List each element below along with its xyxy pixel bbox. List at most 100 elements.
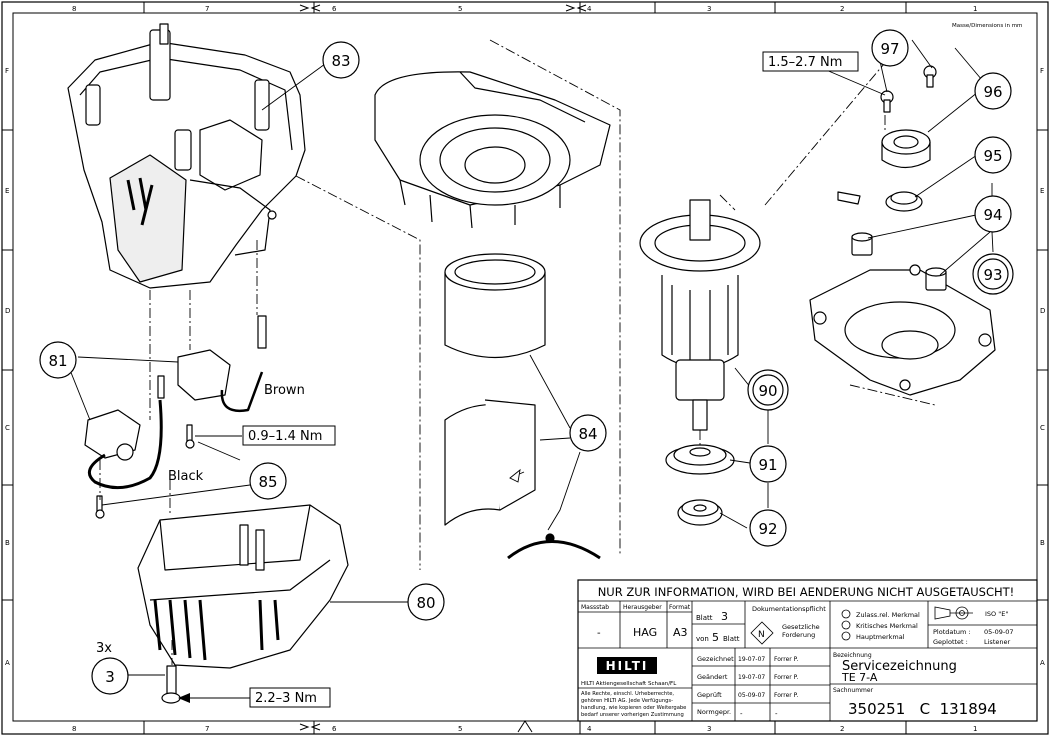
col-label-bottom: 5 xyxy=(458,725,462,733)
callout-94 xyxy=(974,195,1012,233)
row-label-left: B xyxy=(5,539,10,547)
part-84-sleeve xyxy=(444,253,546,358)
bezeichnung-header: Bezeichnung xyxy=(833,652,872,659)
dokumentationspflicht-header: Dokumentationspflicht xyxy=(752,605,826,613)
leader-lines xyxy=(69,39,994,676)
callout-93-inner xyxy=(977,258,1009,290)
approval-name: Forrer P. xyxy=(774,656,798,663)
callout-91 xyxy=(749,445,787,483)
rights-line: handlung, wie kopieren oder Weitergabe xyxy=(581,705,686,711)
col-label-top: 6 xyxy=(332,5,337,13)
callout-84-text: 84 xyxy=(578,425,597,443)
massstab-value: - xyxy=(597,628,601,639)
row-label-right: C xyxy=(1040,424,1045,432)
torque-label-top: 1.5–2.7 Nm xyxy=(768,55,842,70)
sachnummer-header: Sachnummer xyxy=(833,687,874,694)
callout-3 xyxy=(91,657,129,695)
approval-date: - xyxy=(740,710,743,718)
torque-label-bottom: 2.2–3 Nm xyxy=(255,691,317,706)
herausgeber-header: Herausgeber xyxy=(623,604,662,611)
callout-83-text: 83 xyxy=(331,52,350,70)
format-value: A3 xyxy=(673,626,688,639)
part-84-half-shell xyxy=(444,399,536,526)
callout-3-text: 3 xyxy=(105,668,115,686)
von-value: 5 xyxy=(712,631,719,644)
callout-97 xyxy=(871,29,909,67)
assembly-lines xyxy=(99,39,936,665)
callout-95-text: 95 xyxy=(983,147,1002,165)
callout-80-text: 80 xyxy=(416,594,435,612)
dimensions-note: Masse/Dimensions in mm xyxy=(952,23,1022,29)
approval-name: Forrer P. xyxy=(774,674,798,681)
callout-96-text: 96 xyxy=(983,83,1002,101)
row-label-left: E xyxy=(5,187,9,195)
center-mark-bottom xyxy=(517,720,533,733)
row-label-right: A xyxy=(1040,659,1045,667)
approval-label: Geändert xyxy=(697,673,728,681)
title-block-banner: NUR ZUR INFORMATION, WIRD BEI AENDERUNG … xyxy=(598,585,1015,599)
callout-85-text: 85 xyxy=(258,473,277,491)
center-mark-top xyxy=(565,4,587,12)
col-label-bottom: 8 xyxy=(72,725,76,733)
torque-box-mid xyxy=(242,425,336,446)
callout-84 xyxy=(569,414,607,452)
approval-label: Gezeichnet xyxy=(697,655,734,663)
approval-date: 19-07-07 xyxy=(738,674,765,681)
col-label-top: 4 xyxy=(587,5,592,13)
approval-name: Forrer P. xyxy=(774,692,798,699)
n-symbol: N xyxy=(758,630,765,640)
hilti-logo-text: HILTI xyxy=(606,659,649,673)
col-label-top: 7 xyxy=(205,5,209,13)
screw-3 xyxy=(161,665,181,704)
torque-arrow-bottom xyxy=(178,693,190,703)
callout-80 xyxy=(407,583,445,621)
torque-label-mid: 0.9–1.4 Nm xyxy=(248,429,322,444)
part-97-screw xyxy=(880,65,937,113)
torque-box-top xyxy=(762,51,859,72)
title-block: NUR ZUR INFORMATION, WIRD BEI AENDERUNG … xyxy=(577,579,1038,722)
callout-85 xyxy=(249,462,287,500)
part-92-ball-bearing xyxy=(677,499,723,526)
projection-symbol xyxy=(934,606,973,620)
forderung-text: Forderung xyxy=(782,631,815,639)
callout-92-text: 92 xyxy=(758,520,777,538)
col-label-top: 2 xyxy=(840,5,844,13)
rights-line: bedarf unserer vorherigen Zustimmung xyxy=(581,712,684,718)
callout-81 xyxy=(39,341,77,379)
drawing-title: Servicezeichnung xyxy=(842,659,957,674)
callout-96 xyxy=(974,72,1012,110)
callout-circles xyxy=(39,29,1014,695)
col-label-bottom: 7 xyxy=(205,725,209,733)
wire-label-black: Black xyxy=(168,469,204,484)
col-label-bottom: 6 xyxy=(332,725,337,733)
format-header: Format xyxy=(669,604,691,611)
row-label-right: E xyxy=(1040,187,1044,195)
part-84-clip-arc xyxy=(507,540,601,560)
sachnummer-value: 350251 C 131894 xyxy=(848,700,997,718)
approval-label: Geprüft xyxy=(697,691,722,699)
wire-label-brown: Brown xyxy=(264,383,305,398)
blatt-label: Blatt xyxy=(696,614,713,622)
part-81-brush-holder xyxy=(84,375,165,490)
rights-line: Alle Rechte, einschl. Urheberrechte, xyxy=(581,691,674,697)
geplottet-label: Geplottet : xyxy=(933,638,968,646)
callout-97-text: 97 xyxy=(880,40,899,58)
drawing-subtitle: TE 7-A xyxy=(841,671,878,684)
row-label-left: D xyxy=(5,307,10,315)
callout-83 xyxy=(322,41,360,79)
massstab-header: Massstab xyxy=(581,604,609,611)
callout-81-text: 81 xyxy=(48,352,67,370)
von-label: von xyxy=(696,635,709,643)
merkmal-haupt: Hauptmerkmal xyxy=(856,633,905,641)
herausgeber-value: HAG xyxy=(633,626,657,639)
merkmal-kritisch: Kritisches Merkmal xyxy=(856,622,918,630)
col-label-top: 8 xyxy=(72,5,76,13)
part-96-bearing xyxy=(881,129,931,169)
hilti-logo xyxy=(597,657,657,674)
callout-95 xyxy=(974,136,1012,174)
merkmal-zulass: Zulass.rel. Merkmal xyxy=(856,611,920,619)
center-mark-top-left xyxy=(299,4,321,12)
approval-label: Normgepr. xyxy=(697,708,731,716)
approval-date: 19-07-07 xyxy=(738,656,765,663)
